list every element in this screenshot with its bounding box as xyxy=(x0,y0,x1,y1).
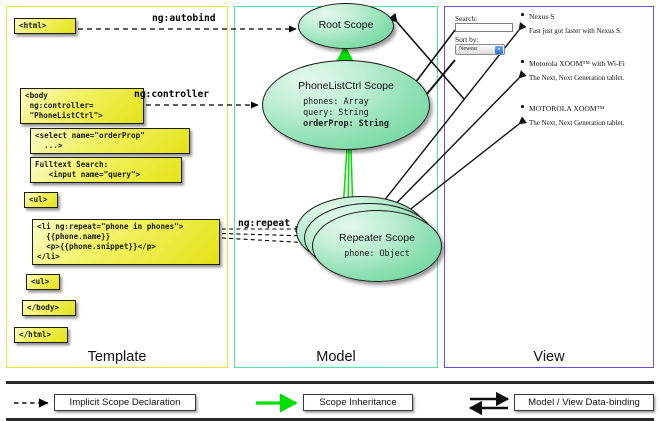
phone-list-item-3[interactable]: MOTOROLA XOOM™ The Next, Next Generation… xyxy=(521,104,653,127)
scope-repeater: Repeater Scope phone: Object xyxy=(312,210,442,282)
legend-divider-top xyxy=(6,381,654,384)
column-label-model: Model xyxy=(316,349,356,365)
sort-by-select[interactable]: Newest xyxy=(455,44,505,55)
phone-snippet-2: The Next, Next Generation tablet. xyxy=(529,74,625,82)
legend-label-inheritance: Scope Inheritance xyxy=(319,397,397,408)
legend-divider-bottom xyxy=(6,418,654,421)
phone-snippet-1: Fast just got faster with Nexus S. xyxy=(529,27,622,35)
code-box-select: <select name="orderProp" ...> xyxy=(30,128,190,155)
phone-snippet-3: The Next, Next Generation tablet. xyxy=(529,119,625,127)
scope-repeater-title: Repeater Scope xyxy=(339,232,415,245)
legend-item-implicit-scope-declaration: Implicit Scope Declaration xyxy=(54,394,196,411)
code-box-html-close: </html> xyxy=(14,327,68,344)
code-box-ul-close: <ul> xyxy=(26,274,60,291)
phone-list-item-1[interactable]: Nexus S Fast just got faster with Nexus … xyxy=(521,12,653,35)
code-box-fulltext-search: Fulltext Search: <input name="query"> xyxy=(30,157,182,184)
sort-by-value: Newest xyxy=(459,46,477,52)
scope-prop-plain: phones: Array query: String xyxy=(303,95,369,117)
code-box-body-open: <body ng:controller= "PhoneListCtrl"> xyxy=(20,88,144,125)
scope-phonelistctrl-props: phones: Array query: String orderProp: S… xyxy=(303,96,389,129)
label-ng-repeat: ng:repeat xyxy=(238,218,290,229)
legend-item-scope-inheritance: Scope Inheritance xyxy=(303,394,413,411)
scope-phonelistctrl-title: PhoneListCtrl Scope xyxy=(298,80,394,93)
legend-label-binding: Model / View Data-binding xyxy=(528,397,640,408)
phone-name-1: Nexus S xyxy=(529,12,555,21)
scope-repeater-props: phone: Object xyxy=(344,247,410,258)
scope-root-title: Root Scope xyxy=(318,19,374,32)
chevron-down-icon xyxy=(495,46,503,54)
bullet-icon-1 xyxy=(521,13,524,16)
phone-name-2: Motorola XOOM™ with Wi-Fi xyxy=(529,59,625,68)
label-ng-autobind: ng:autobind xyxy=(152,13,216,24)
label-ng-controller: ng:controller xyxy=(134,89,210,100)
legend-label-implicit: Implicit Scope Declaration xyxy=(69,397,181,408)
column-label-view: View xyxy=(533,349,565,365)
search-label: Search: xyxy=(455,14,478,23)
phone-list-item-2[interactable]: Motorola XOOM™ with Wi-Fi The Next, Next… xyxy=(521,59,653,82)
code-box-li-repeat: <li ng:repeat="phone in phones"> {{phone… xyxy=(32,219,220,266)
scope-phonelistctrl: PhoneListCtrl Scope phones: Array query:… xyxy=(262,60,430,150)
search-input[interactable] xyxy=(455,23,513,32)
sort-by-label: Sort by: xyxy=(455,35,479,44)
column-label-template: Template xyxy=(87,349,147,365)
code-box-ul-open: <ul> xyxy=(24,192,58,209)
legend-item-model-view-data-binding: Model / View Data-binding xyxy=(514,394,654,411)
scope-root: Root Scope xyxy=(298,3,394,49)
code-box-html-open: <html> xyxy=(14,18,76,35)
bullet-icon-2 xyxy=(521,60,524,63)
scope-prop-bold: orderProp: String xyxy=(303,117,389,128)
code-box-body-close: </body> xyxy=(22,300,76,317)
bullet-icon-3 xyxy=(521,105,524,108)
phone-name-3: MOTOROLA XOOM™ xyxy=(529,104,605,113)
